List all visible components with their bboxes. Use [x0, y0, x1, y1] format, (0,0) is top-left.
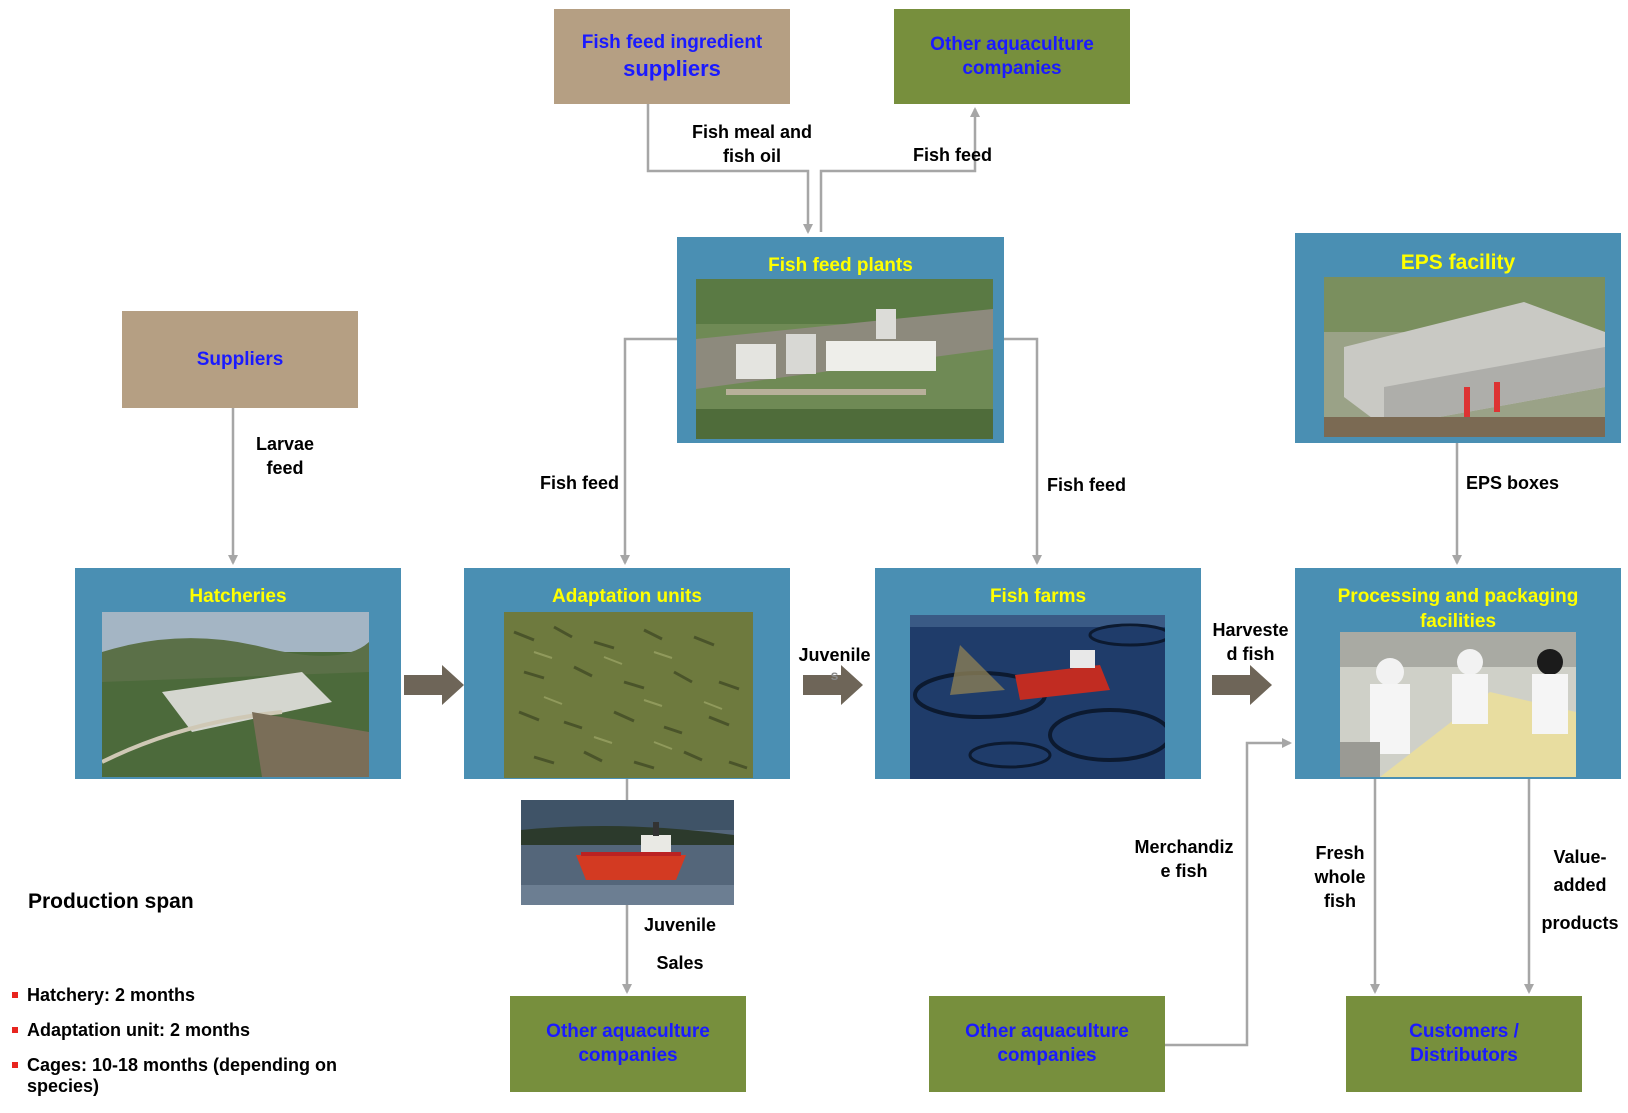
production-span-list: Hatchery: 2 months Adaptation unit: 2 mo… — [12, 985, 412, 1111]
sea-cages-boat-photo — [910, 615, 1165, 779]
node-title: EPS facility — [1400, 251, 1516, 274]
node-label: Distributors — [1410, 1045, 1518, 1066]
production-span-title: Production span — [28, 890, 194, 913]
node-label: companies — [997, 1045, 1097, 1066]
node-label: Other aquaculture — [930, 33, 1094, 55]
flow-arrow-adapt-farm — [803, 665, 863, 705]
node-label: companies — [578, 1045, 678, 1066]
factory-building-photo — [1324, 277, 1605, 437]
edge-label-line: s — [830, 667, 839, 683]
node-fish-farms: Fish farms — [875, 568, 1201, 779]
edge-label-harvested: Harveste d fish — [1203, 618, 1298, 666]
flow-arrow-farm-process — [1212, 665, 1272, 705]
edge-fish-feed-top — [819, 107, 980, 232]
edge-fish-feed-right — [1003, 337, 1042, 565]
node-title: Processing and packaging — [1337, 586, 1579, 607]
edge-label-line: products — [1541, 913, 1619, 933]
hatchery-aerial-photo — [102, 612, 369, 777]
node-fish-feed-plants: Fish feed plants — [677, 237, 1004, 443]
node-label: companies — [962, 57, 1062, 79]
node-hatcheries: Hatcheries — [75, 568, 401, 779]
transport-vessel-photo — [521, 800, 734, 905]
edge-label-line: Merchandiz — [1134, 837, 1234, 857]
edge-label-eps-boxes: EPS boxes — [1466, 473, 1560, 493]
flow-arrow-hatch-adapt — [404, 665, 464, 705]
node-customers-distributors: Customers / Distributors — [1346, 996, 1582, 1092]
node-title: Fish feed plants — [768, 255, 913, 276]
node-suppliers: Suppliers — [122, 311, 358, 408]
industrial-plant-aerial-photo — [696, 279, 993, 439]
edge-fish-feed-left — [620, 337, 680, 565]
edge-label-juvenile-sales: Juvenile Sales — [630, 913, 730, 975]
edge-label-line: feed — [266, 458, 304, 478]
node-label: Other aquaculture — [965, 1021, 1129, 1042]
edge-label-fish-feed-right: Fish feed — [1047, 475, 1127, 495]
edge-label-value-added: Value- added products — [1535, 845, 1625, 935]
production-span-item: Hatchery: 2 months — [12, 985, 412, 1006]
node-label: suppliers — [623, 55, 721, 81]
node-other-aquaculture-bottom-left: Other aquaculture companies — [510, 996, 746, 1092]
node-label: Suppliers — [196, 348, 284, 370]
edge-label-line: Juvenile — [643, 915, 717, 935]
edge-label-merchandize: Merchandiz e fish — [1124, 835, 1244, 883]
node-fish-feed-ingredient-suppliers: Fish feed ingredient suppliers — [554, 9, 790, 104]
production-span-text: Adaptation unit: 2 months — [27, 1020, 250, 1040]
node-title: Hatcheries — [189, 586, 287, 607]
edge-label-line: Larvae — [255, 434, 315, 454]
edge-label-line: fish oil — [723, 146, 781, 166]
node-label: Customers / — [1409, 1021, 1519, 1042]
node-eps-facility: EPS facility — [1295, 233, 1621, 443]
edge-label-line: Harveste — [1212, 620, 1289, 640]
production-span-text: Cages: 10-18 months (depending on specie… — [27, 1055, 338, 1096]
bullet-icon — [12, 992, 18, 998]
edge-label-line: Juvenile — [798, 645, 871, 665]
edge-merchandize — [1165, 738, 1292, 1047]
edge-label-larvae-feed: Larvae feed — [240, 432, 330, 480]
edge-fish-meal — [646, 104, 813, 234]
workers-processing-photo — [1340, 632, 1576, 777]
edge-label-line: Fish meal and — [691, 122, 813, 142]
edge-label-fish-feed-top: Fish feed — [913, 145, 993, 165]
edge-label-line: Sales — [656, 953, 704, 973]
node-adaptation-units: Adaptation units — [464, 568, 790, 779]
production-span-item: Adaptation unit: 2 months — [12, 1020, 412, 1041]
node-other-aquaculture-top: Other aquaculture companies — [894, 9, 1130, 104]
edge-label-fish-meal: Fish meal and fish oil — [677, 120, 827, 168]
production-span-item: Cages: 10-18 months (depending on specie… — [12, 1055, 412, 1097]
edge-label-line: Value- — [1553, 847, 1607, 867]
node-title: facilities — [1419, 611, 1497, 632]
edge-label-line: d fish — [1226, 644, 1275, 664]
edge-label-fresh-whole: Fresh whole fish — [1300, 841, 1380, 913]
juvenile-fish-school-photo — [504, 612, 753, 778]
edge-label-line: e fish — [1160, 861, 1208, 881]
bullet-icon — [12, 1062, 18, 1068]
edge-label-line: added — [1553, 875, 1607, 895]
node-processing-packaging: Processing and packaging facilities — [1295, 568, 1621, 779]
edge-label-line: whole — [1314, 867, 1366, 887]
node-label: Fish feed ingredient — [581, 31, 763, 53]
node-title: Adaptation units — [552, 586, 702, 607]
node-label: Other aquaculture — [546, 1021, 710, 1042]
edge-label-fish-feed-left: Fish feed — [540, 473, 620, 493]
edge-label-line: Fresh — [1315, 843, 1365, 863]
edge-label-line: fish — [1323, 891, 1356, 911]
edge-label-juveniles: Juvenile s — [792, 643, 877, 683]
node-title: Fish farms — [989, 586, 1087, 607]
bullet-icon — [12, 1027, 18, 1033]
node-other-aquaculture-bottom-mid: Other aquaculture companies — [929, 996, 1165, 1092]
production-span-text: Hatchery: 2 months — [27, 985, 196, 1005]
